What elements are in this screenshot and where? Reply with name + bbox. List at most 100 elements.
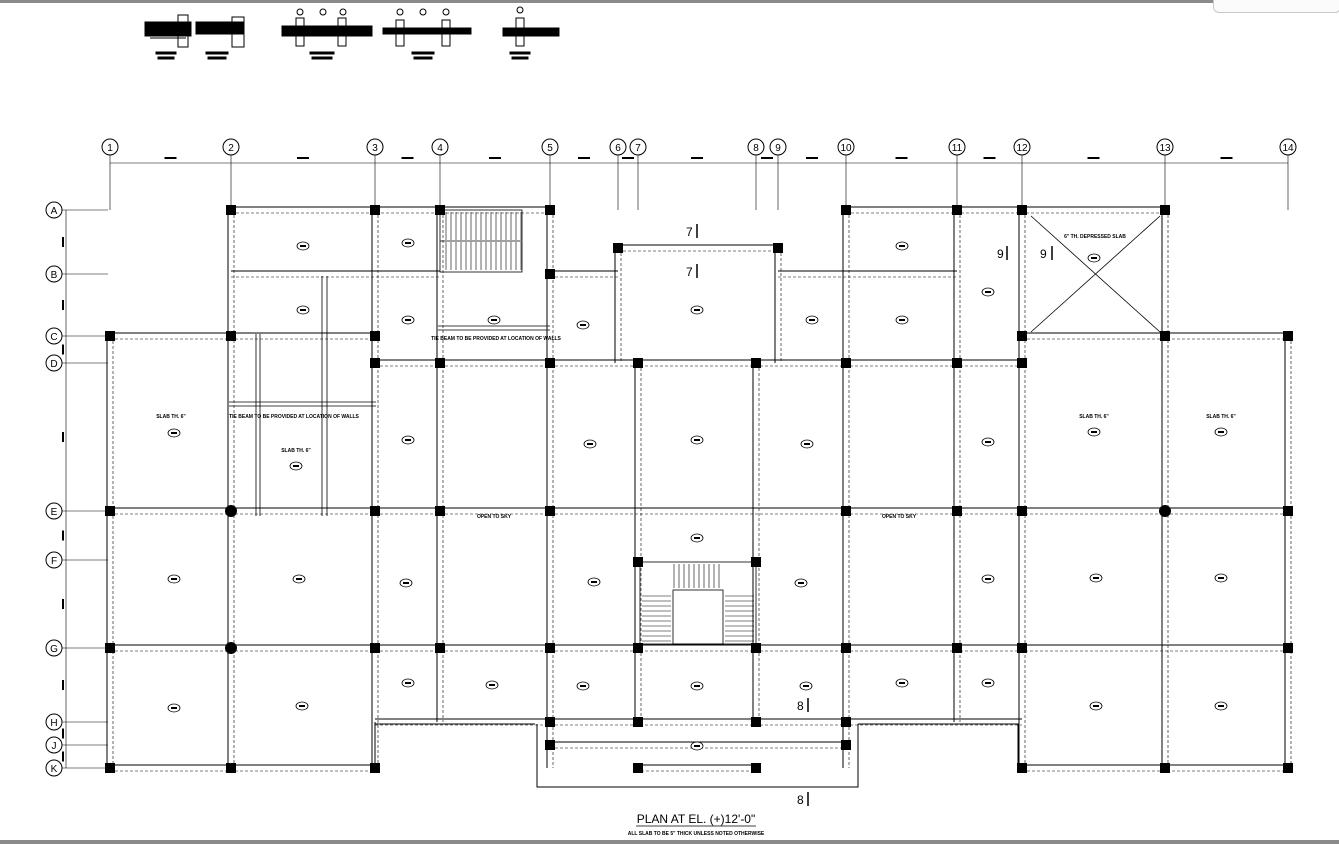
column-48	[370, 763, 380, 773]
tie-beam-note-mid: TIE BEAM TO BE PROVIDED AT LOCATION OF W…	[431, 336, 561, 342]
plan-title: PLAN AT EL. (+)12'-0"	[637, 812, 756, 826]
slab-thickness-4: SLAB TH. 6"	[1206, 414, 1236, 420]
column-16	[105, 331, 115, 341]
column-32	[1017, 506, 1027, 516]
column-50	[1160, 763, 1170, 773]
column-44	[633, 557, 643, 567]
slab-thickness-2: SLAB TH. 6"	[281, 448, 311, 454]
dimension-text-left	[62, 300, 64, 310]
slab-tag-text	[694, 537, 700, 539]
column-46	[105, 763, 115, 773]
dimension-text-top	[806, 157, 818, 159]
slab-tag-text	[1093, 705, 1099, 707]
dimension-text-top	[761, 157, 773, 159]
slab-tag-text	[296, 578, 302, 580]
column-26	[105, 506, 115, 516]
column-43	[1283, 643, 1293, 653]
column-12	[613, 243, 623, 253]
column-42	[1017, 643, 1027, 653]
grid-row-label-D: D	[50, 359, 57, 370]
slab-tag-text	[899, 245, 905, 247]
grid-col-label-5: 5	[547, 143, 553, 154]
column-57	[841, 740, 851, 750]
detail-2	[195, 16, 245, 60]
slab-tag-text	[798, 582, 804, 584]
dimension-text-left	[62, 432, 64, 442]
dimension-text-top	[895, 157, 908, 159]
plan-note: ALL SLAB TO BE 5" THICK UNLESS NOTED OTH…	[628, 831, 765, 837]
column-59	[751, 763, 761, 773]
slab-tag-text	[491, 319, 497, 321]
dimension-text-top	[983, 157, 996, 159]
slab-tag-text	[809, 319, 815, 321]
grid-col-label-10: 10	[840, 143, 852, 154]
dimension-text-left	[62, 680, 64, 690]
column-49	[1017, 763, 1027, 773]
column-41	[952, 643, 962, 653]
slab-tag-text	[293, 465, 299, 467]
dimension-text-top	[164, 157, 177, 159]
slab-tag-text	[694, 745, 700, 747]
section-mark-8a: 8	[797, 699, 804, 713]
slab-tag-text	[694, 439, 700, 441]
dimension-text-top	[401, 157, 414, 159]
slab-thickness-1: SLAB TH. 6"	[156, 414, 186, 420]
dimension-text-top	[691, 157, 703, 159]
grid-row-label-A: A	[51, 206, 58, 217]
dimension-text-top	[489, 157, 501, 159]
dimension-text-left	[62, 751, 64, 762]
grid-col-label-11: 11	[952, 143, 963, 154]
slab-tag-text	[1218, 577, 1224, 579]
viewer-tab-corner[interactable]	[1213, 0, 1339, 13]
column-56	[545, 740, 555, 750]
grid-col-label-1: 1	[107, 143, 113, 154]
slab-tag-text	[405, 682, 411, 684]
slab-tag-text	[171, 707, 177, 709]
drawing-title: PLAN AT EL. (+)12'-0" ALL SLAB TO BE 5" …	[628, 812, 765, 837]
section-marks: 7 7 9 9 8 8	[686, 224, 1053, 807]
grid-col-label-9: 9	[775, 143, 781, 154]
column-19	[545, 358, 555, 368]
column-47	[226, 763, 236, 773]
stair-lower	[639, 561, 757, 645]
dimension-text-top	[297, 157, 309, 159]
column-37	[545, 643, 555, 653]
slab-tag-text	[804, 443, 810, 445]
grid-row-label-E: E	[51, 507, 58, 518]
column-33	[1283, 506, 1293, 516]
viewer-bottom-border	[0, 840, 1339, 844]
slab-tag-text	[580, 685, 586, 687]
column-58	[633, 763, 643, 773]
detail-sections	[144, 6, 560, 60]
slab-tag-text	[985, 682, 991, 684]
column-10	[370, 331, 380, 341]
round-column-2	[1159, 505, 1171, 517]
grid-row-label-F: F	[51, 556, 57, 567]
grid-row-label-J: J	[52, 741, 57, 752]
grid-col-label-8: 8	[753, 143, 759, 154]
section-mark-8b: 8	[797, 793, 804, 807]
column-23	[952, 358, 962, 368]
detail-4	[382, 8, 472, 60]
column-21	[751, 358, 761, 368]
slab-tag-text	[899, 319, 905, 321]
grid-row-label-C: C	[50, 332, 57, 343]
slab-tag-text	[899, 682, 905, 684]
slab-tag-text	[405, 242, 411, 244]
stair-steps	[445, 212, 754, 642]
slab-tag-text	[985, 291, 991, 293]
column-30	[841, 506, 851, 516]
column-4	[545, 205, 555, 215]
dimension-text-top	[1087, 157, 1100, 159]
column-18	[435, 358, 445, 368]
slab-tag-text	[803, 685, 809, 687]
column-14	[1017, 331, 1027, 341]
slab-tag-text	[1218, 431, 1224, 433]
slab-tag-text	[985, 578, 991, 580]
column-53	[841, 717, 851, 727]
column-9	[226, 331, 236, 341]
slab-tag-text	[300, 309, 306, 311]
dimension-text-left	[62, 728, 64, 739]
detail-3	[281, 8, 373, 60]
